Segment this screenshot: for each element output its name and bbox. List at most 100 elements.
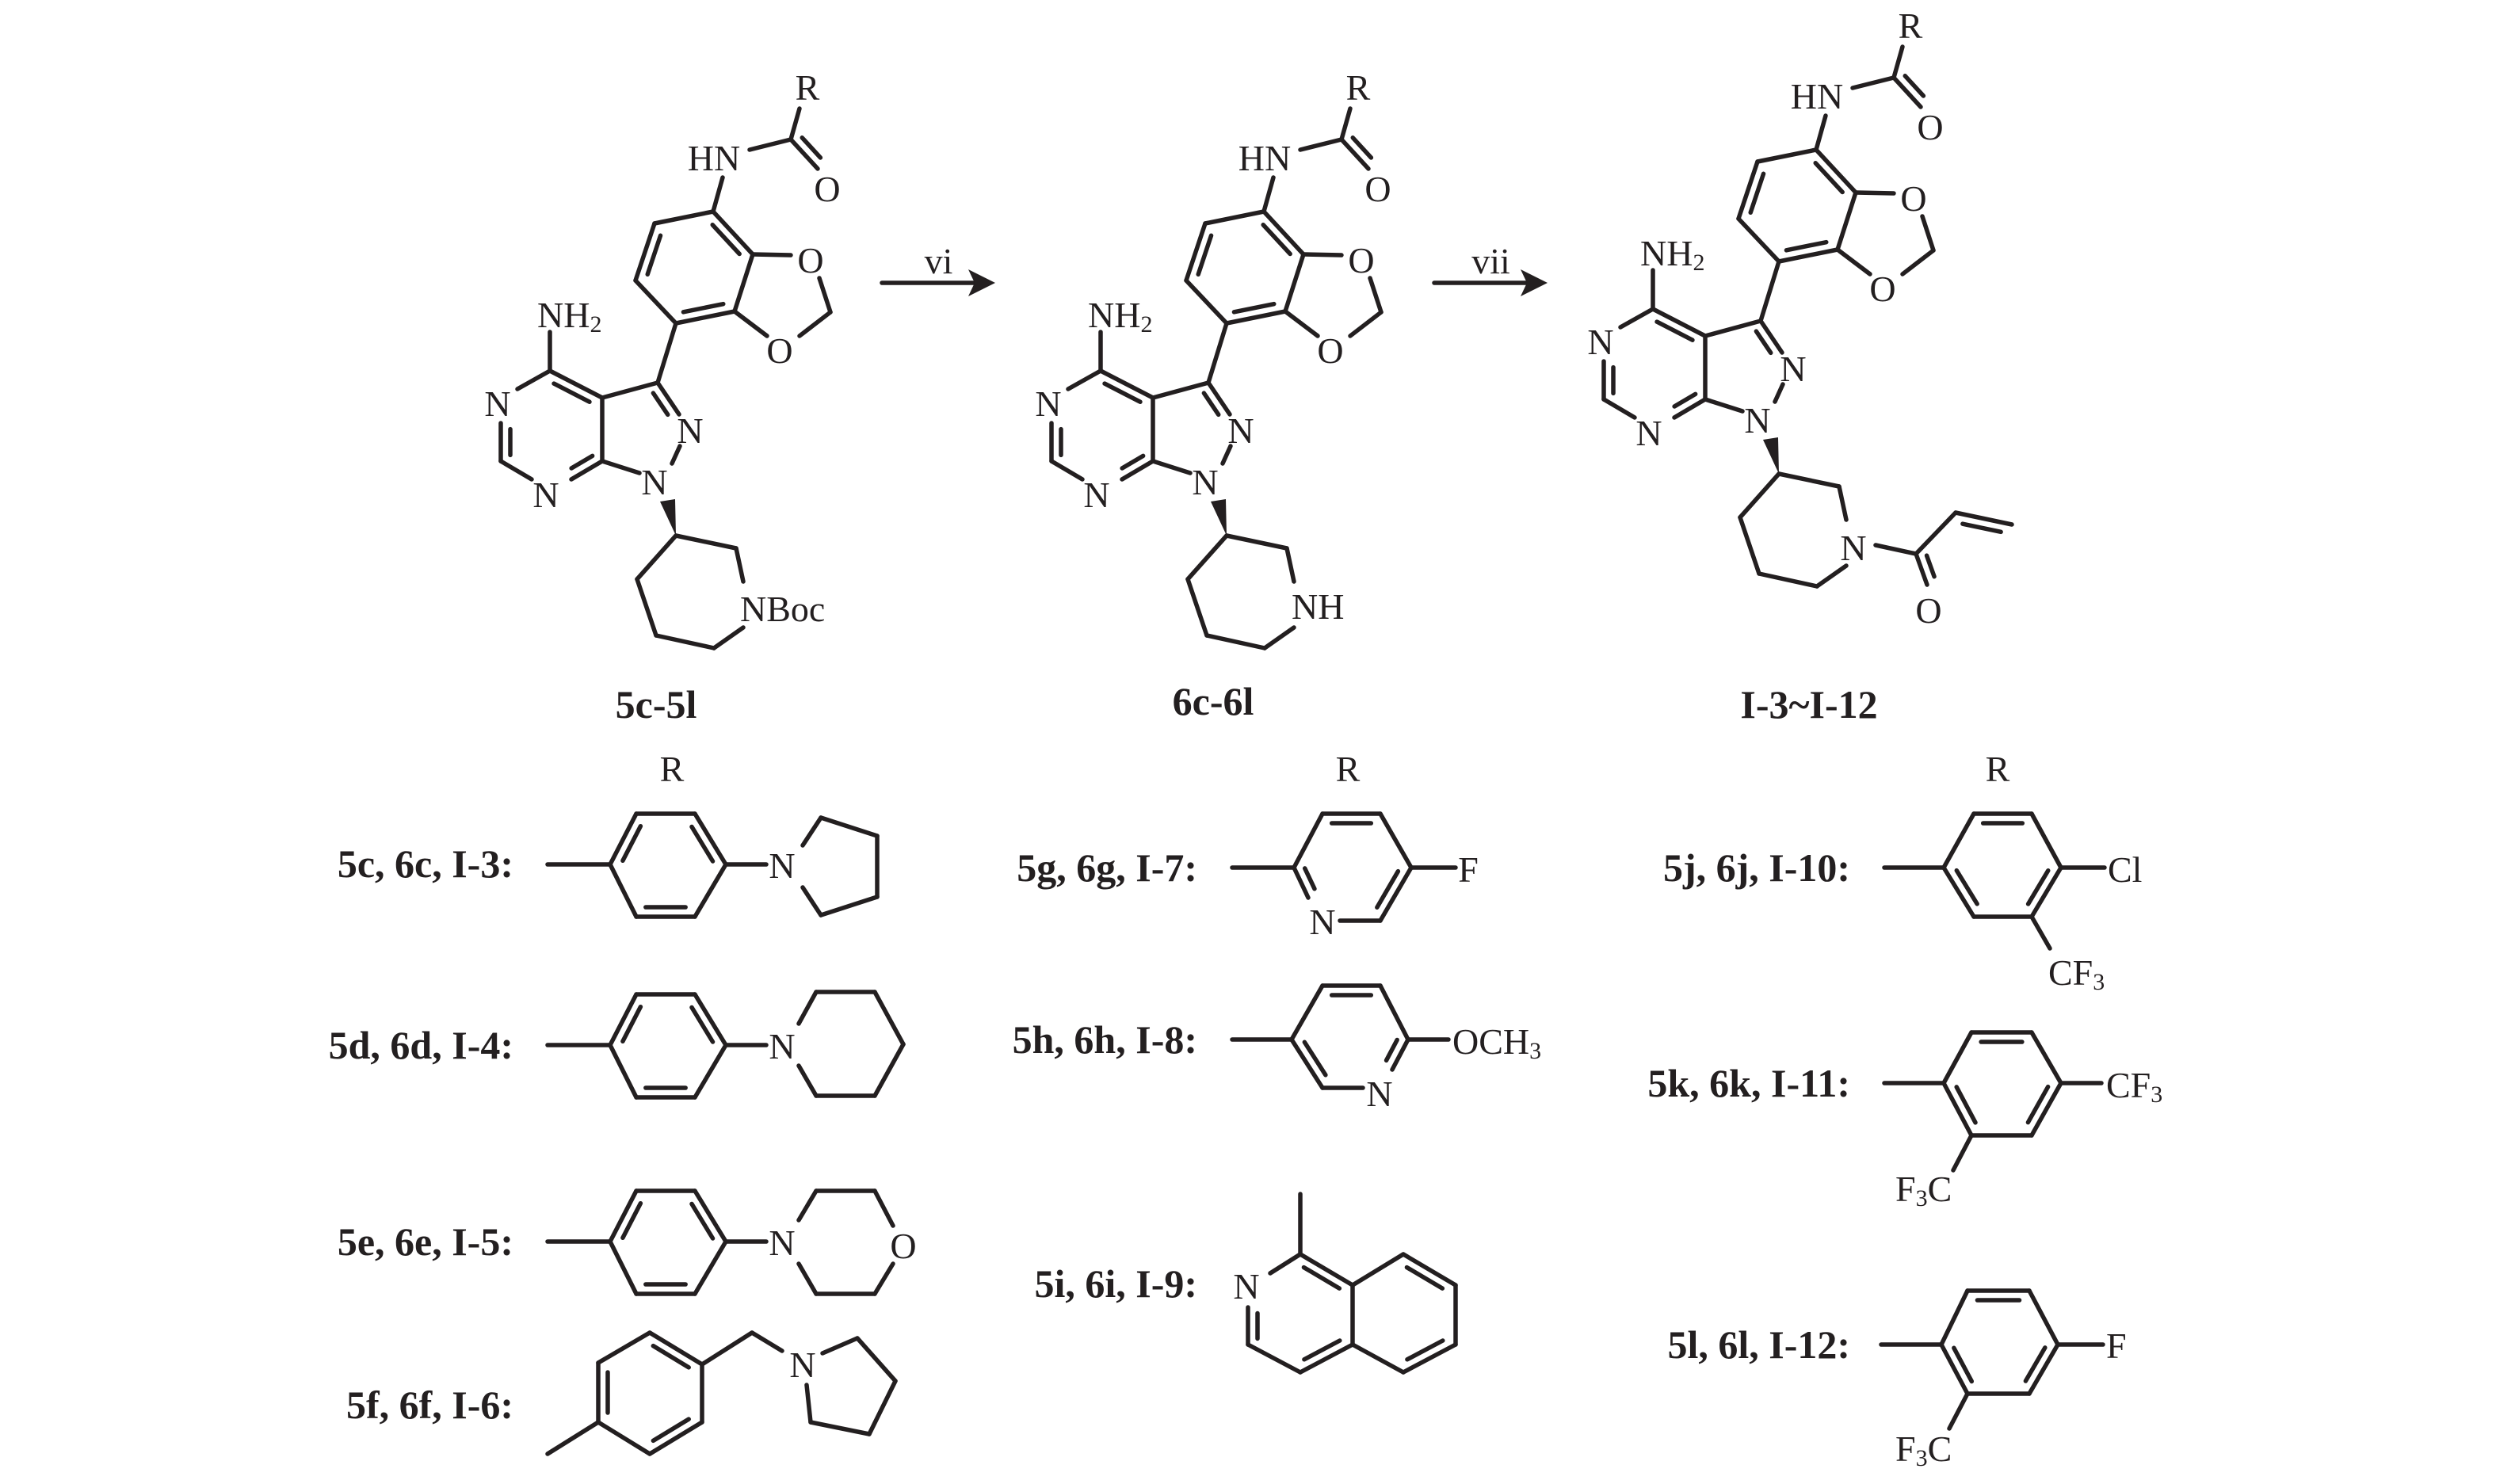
bond — [1203, 209, 1266, 226]
atom-n-label: N — [1083, 475, 1109, 515]
reagent-label-text: vi — [925, 241, 953, 281]
bond — [1261, 175, 1276, 214]
bond — [1755, 147, 1819, 164]
bond — [654, 633, 716, 650]
double-bond-line — [1960, 521, 2003, 535]
bond — [1301, 252, 1344, 258]
atom-r-label: R — [1346, 67, 1371, 108]
r-group-entry: 5i, 6i, I-9:N — [1034, 1192, 1458, 1375]
atom-o-carbonyl-label: O — [1364, 169, 1391, 209]
atom-n-label-text: N — [484, 383, 510, 424]
double-bond-line — [569, 453, 595, 471]
bond — [712, 625, 746, 650]
bond — [1401, 1342, 1458, 1375]
r-group-compound-label-text: 5k, 6k, I-11: — [1647, 1061, 1850, 1105]
atom-n-label-text: N — [789, 1345, 815, 1385]
bond — [1350, 1252, 1406, 1288]
atom-n-label-text: N — [1366, 1074, 1392, 1114]
bond — [1206, 321, 1229, 385]
bond — [1289, 1037, 1325, 1090]
bond — [1835, 247, 1872, 277]
atom-nh2-label: NH2 — [537, 295, 601, 338]
bond — [1703, 319, 1763, 338]
bond — [693, 1239, 728, 1296]
bond — [1941, 1081, 1974, 1138]
double-bond-line — [1404, 1265, 1445, 1291]
atom-n-label: N — [1366, 1074, 1392, 1114]
bond — [788, 137, 820, 171]
double-bond-line — [620, 1200, 643, 1241]
bond — [1283, 252, 1306, 314]
bond — [635, 533, 678, 582]
atom-nboc-label: NBoc — [740, 589, 825, 629]
bond — [1941, 865, 1976, 919]
double-bond-line — [1302, 1040, 1328, 1078]
bond — [1284, 546, 1296, 584]
double-bond-line — [1201, 391, 1221, 418]
trifluoromethyl-label-text: CF — [2106, 1065, 2151, 1105]
r-group-compound-label-text: 5l, 6l, I-12: — [1667, 1322, 1850, 1367]
reagent-label: vii — [1471, 241, 1510, 281]
bond — [1939, 1342, 1970, 1396]
double-bond-line — [551, 381, 592, 404]
bond — [1601, 397, 1637, 420]
bond — [647, 1330, 704, 1367]
bond — [1738, 515, 1761, 576]
bond — [872, 990, 906, 1047]
bond — [1049, 459, 1085, 482]
stereo-wedge-bond — [1211, 499, 1227, 536]
double-bond-line — [1120, 453, 1146, 471]
double-bond-line — [1924, 553, 1937, 579]
bond — [1368, 276, 1383, 315]
atom-nh2-label-subscript: 2 — [590, 311, 601, 338]
atom-r-label-text: R — [796, 67, 820, 108]
r-header-label: R — [1336, 749, 1361, 789]
bond — [1947, 1391, 1970, 1431]
atom-n-label-text: N — [1083, 475, 1109, 515]
bond — [1206, 380, 1232, 417]
r-header-label: R — [1986, 749, 2010, 789]
double-bond-line — [1954, 868, 1979, 906]
r-group-compound-label: 5i, 6i, I-9: — [1034, 1261, 1197, 1306]
atom-n-label: N — [769, 1223, 795, 1263]
bond — [1261, 209, 1306, 257]
trifluoromethyl-label-subscript: 3 — [2093, 969, 2105, 995]
atom-n-label-text: N — [532, 475, 559, 515]
atom-hn-label: HN — [1238, 138, 1291, 178]
bond — [1298, 1342, 1355, 1375]
atom-o-carbonyl-label: O — [1917, 107, 1943, 147]
r-group-compound-label-text: 5g, 6g, I-7: — [1017, 845, 1197, 890]
atom-n-label-text: N — [1587, 322, 1613, 362]
arrow-head-icon — [968, 269, 995, 296]
bond — [1951, 1133, 1974, 1173]
atom-n-label: N — [677, 410, 703, 451]
atom-n-label-text: N — [1744, 400, 1770, 441]
atom-n-label-text: N — [1780, 349, 1806, 389]
r-group-compound-label: 5k, 6k, I-11: — [1647, 1061, 1850, 1105]
bond — [693, 811, 728, 867]
atom-n-label: N — [769, 1026, 795, 1066]
atom-o-label-text: O — [1915, 590, 1941, 631]
bond — [796, 1188, 819, 1223]
bond — [633, 278, 678, 326]
double-bond-line — [710, 223, 742, 257]
atom-n-label-text: N — [1309, 902, 1335, 942]
bond — [1120, 459, 1155, 482]
atom-f-label-text: F — [1458, 849, 1479, 890]
bond — [608, 1188, 639, 1244]
bond — [635, 577, 658, 638]
bond — [1185, 533, 1229, 582]
bond — [747, 137, 793, 152]
atom-hn-label: HN — [1791, 76, 1843, 116]
bond — [1939, 1288, 1970, 1347]
atom-n-label: N — [1227, 410, 1254, 451]
atom-n-label-text: N — [1192, 462, 1218, 502]
bond — [817, 276, 833, 315]
bond — [1378, 865, 1414, 923]
bond — [796, 990, 819, 1026]
bond — [545, 1420, 601, 1456]
double-bond-line — [1231, 301, 1277, 315]
